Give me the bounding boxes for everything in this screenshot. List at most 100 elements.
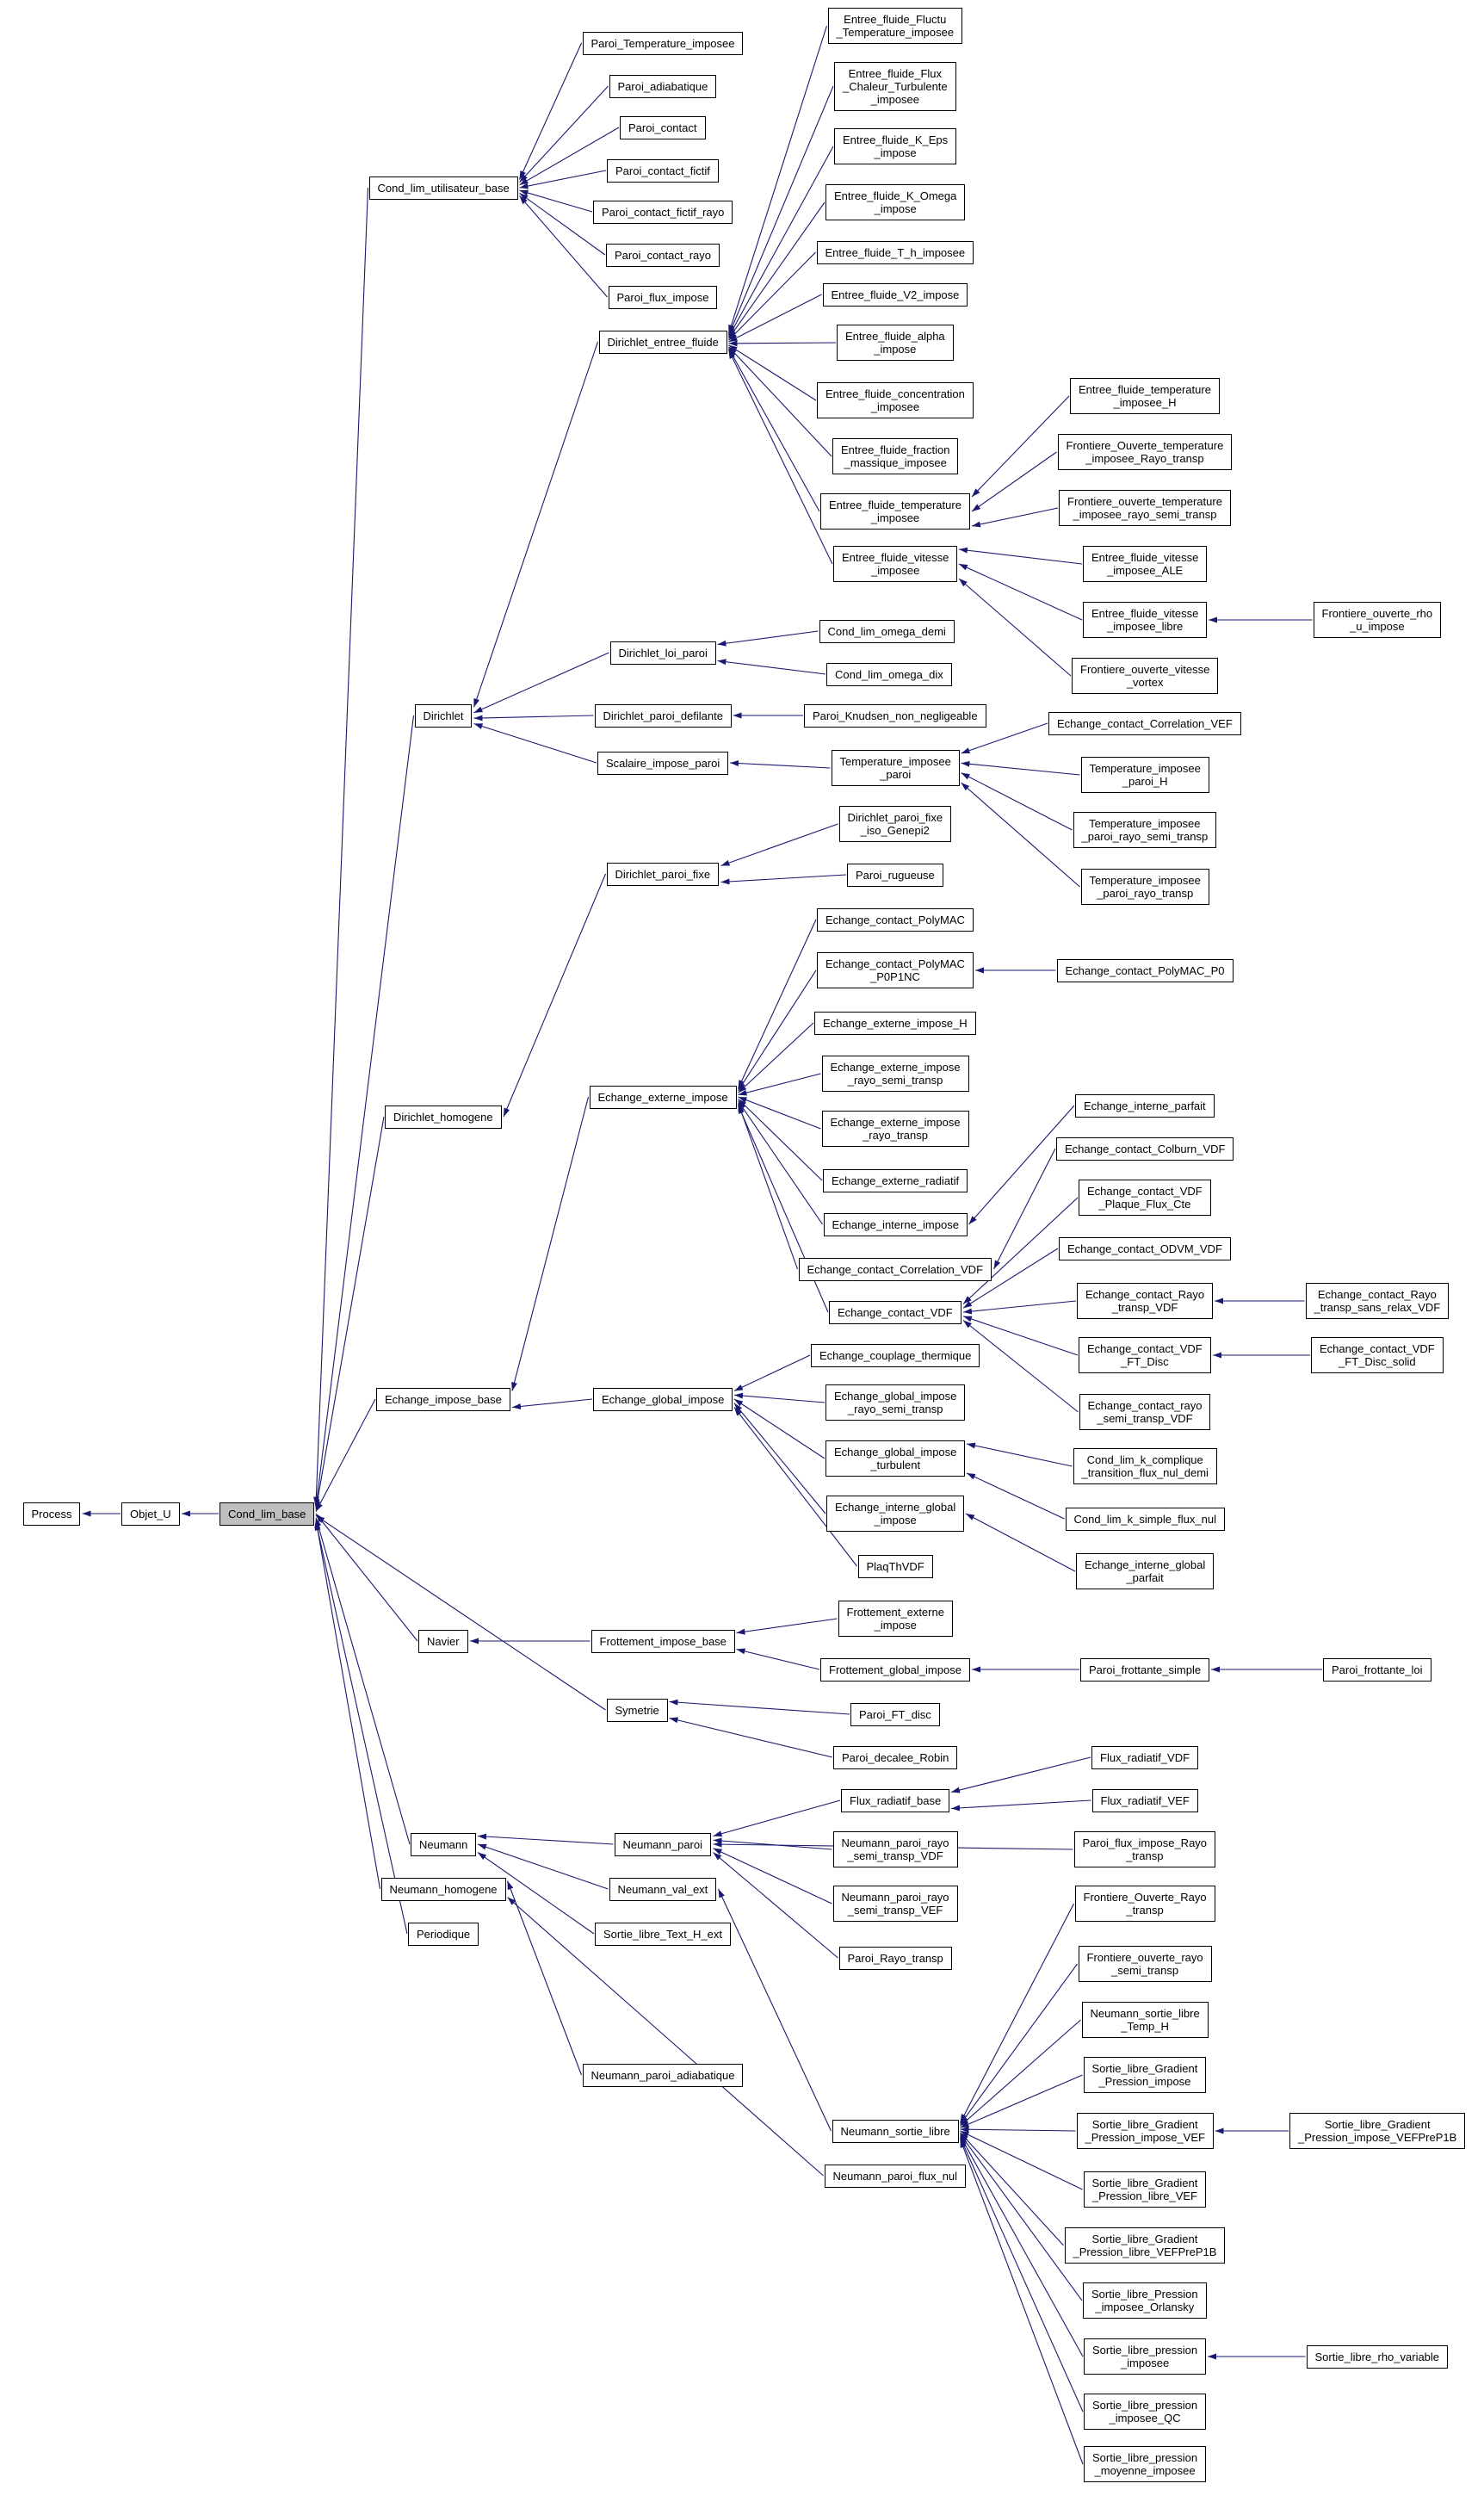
class-node-Echange_contact_VDF_FT_Disc_solid[interactable]: Echange_contact_VDF_FT_Disc_solid — [1311, 1337, 1444, 1373]
class-node-Echange_contact_ODVM_VDF[interactable]: Echange_contact_ODVM_VDF — [1059, 1236, 1231, 1260]
class-node-Echange_interne_global_parfait[interactable]: Echange_interne_global_parfait — [1076, 1553, 1215, 1589]
class-node-Frontiere_ouverte_rayo_semi_transp[interactable]: Frontiere_ouverte_rayo_semi_transp — [1078, 1946, 1212, 1982]
class-node-Frontiere_ouverte_vitesse_vortex[interactable]: Frontiere_ouverte_vitesse_vortex — [1072, 658, 1219, 694]
class-node-Neumann_paroi[interactable]: Neumann_paroi — [614, 1832, 712, 1856]
class-node-Flux_radiatif_VDF[interactable]: Flux_radiatif_VDF — [1091, 1745, 1199, 1769]
class-node-Frontiere_Ouverte_temperature_imposee_Rayo_transp[interactable]: Frontiere_Ouverte_temperature_imposee_Ra… — [1057, 434, 1233, 470]
class-node-Echange_global_impose_rayo_semi_transp[interactable]: Echange_global_impose_rayo_semi_transp — [825, 1384, 966, 1421]
class-node-Echange_contact_PolyMAC_P0[interactable]: Echange_contact_PolyMAC_P0 — [1056, 958, 1234, 982]
class-node-Frontiere_ouverte_temperature_imposee_rayo_semi_transp[interactable]: Frontiere_ouverte_temperature_imposee_ra… — [1059, 490, 1231, 526]
class-node-Frottement_externe_impose[interactable]: Frottement_externe_impose — [838, 1601, 953, 1637]
class-node-Echange_global_impose[interactable]: Echange_global_impose — [593, 1387, 733, 1411]
class-node-Paroi_flux_impose[interactable]: Paroi_flux_impose — [608, 285, 718, 309]
class-node-Symetrie[interactable]: Symetrie — [606, 1698, 668, 1722]
class-node-Sortie_libre_Gradient_Pression_impose_VEFPreP1B[interactable]: Sortie_libre_Gradient_Pression_impose_VE… — [1289, 2113, 1466, 2149]
class-node-Sortie_libre_pression_imposee_QC[interactable]: Sortie_libre_pression_imposee_QC — [1084, 2394, 1207, 2430]
class-node-Echange_contact_VDF[interactable]: Echange_contact_VDF — [829, 1300, 962, 1324]
class-node-Temperature_imposee_paroi_rayo_semi_transp[interactable]: Temperature_imposee_paroi_rayo_semi_tran… — [1073, 812, 1217, 848]
class-node-Dirichlet_paroi_fixe[interactable]: Dirichlet_paroi_fixe — [606, 862, 720, 886]
class-node-Echange_externe_impose[interactable]: Echange_externe_impose — [589, 1085, 737, 1109]
class-node-Neumann_paroi_adiabatique[interactable]: Neumann_paroi_adiabatique — [582, 2063, 744, 2087]
class-node-Sortie_libre_Gradient_Pression_libre_VEFPreP1B[interactable]: Sortie_libre_Gradient_Pression_libre_VEF… — [1064, 2227, 1226, 2264]
class-node-Echange_externe_radiatif[interactable]: Echange_externe_radiatif — [823, 1168, 968, 1192]
class-node-Dirichlet_paroi_fixe_iso_Genepi2[interactable]: Dirichlet_paroi_fixe_iso_Genepi2 — [838, 806, 952, 842]
class-node-Neumann_sortie_libre_Temp_H[interactable]: Neumann_sortie_libre_Temp_H — [1081, 2002, 1209, 2038]
class-node-Sortie_libre_pression_imposee[interactable]: Sortie_libre_pression_imposee — [1084, 2338, 1207, 2375]
class-node-PlaqThVDF[interactable]: PlaqThVDF — [857, 1554, 933, 1578]
class-node-Neumann_paroi_rayo_semi_transp_VEF[interactable]: Neumann_paroi_rayo_semi_transp_VEF — [832, 1886, 958, 1922]
class-node-Sortie_libre_Gradient_Pression_libre_VEF[interactable]: Sortie_libre_Gradient_Pression_libre_VEF — [1083, 2171, 1207, 2208]
class-node-Paroi_contact_fictif[interactable]: Paroi_contact_fictif — [607, 158, 719, 183]
class-node-Echange_contact_PolyMAC_P0P1NC[interactable]: Echange_contact_PolyMAC_P0P1NC — [817, 952, 974, 988]
class-node-Temperature_imposee_paroi_rayo_transp[interactable]: Temperature_imposee_paroi_rayo_transp — [1080, 869, 1209, 905]
class-node-Cond_lim_omega_dix[interactable]: Cond_lim_omega_dix — [826, 662, 952, 686]
class-node-Dirichlet_paroi_defilante[interactable]: Dirichlet_paroi_defilante — [594, 703, 732, 728]
class-node-Paroi_Rayo_transp[interactable]: Paroi_Rayo_transp — [838, 1946, 952, 1970]
class-node-Paroi_frottante_simple[interactable]: Paroi_frottante_simple — [1080, 1657, 1210, 1682]
class-node-Echange_externe_impose_rayo_semi_transp[interactable]: Echange_externe_impose_rayo_semi_transp — [821, 1056, 969, 1092]
class-node-Echange_externe_impose_rayo_transp[interactable]: Echange_externe_impose_rayo_transp — [821, 1111, 969, 1147]
class-node-Process[interactable]: Process — [22, 1502, 81, 1526]
class-node-Navier[interactable]: Navier — [418, 1629, 468, 1653]
class-node-Entree_fluide_alpha_impose[interactable]: Entree_fluide_alpha_impose — [837, 325, 954, 361]
class-node-Dirichlet_loi_paroi[interactable]: Dirichlet_loi_paroi — [609, 641, 716, 665]
class-node-Periodique[interactable]: Periodique — [408, 1922, 479, 1946]
class-node-Echange_interne_impose[interactable]: Echange_interne_impose — [823, 1212, 968, 1236]
class-node-Neumann_val_ext[interactable]: Neumann_val_ext — [609, 1877, 717, 1901]
class-node-Frottement_global_impose[interactable]: Frottement_global_impose — [820, 1657, 970, 1682]
class-node-Entree_fluide_K_Eps_impose[interactable]: Entree_fluide_K_Eps_impose — [834, 128, 957, 164]
class-node-Temperature_imposee_paroi[interactable]: Temperature_imposee_paroi — [831, 750, 960, 786]
class-node-Echange_contact_Correlation_VDF[interactable]: Echange_contact_Correlation_VDF — [798, 1257, 992, 1281]
class-node-Frottement_impose_base[interactable]: Frottement_impose_base — [591, 1629, 735, 1653]
class-node-Neumann[interactable]: Neumann — [411, 1832, 477, 1856]
class-node-Sortie_libre_Pression_imposee_Orlansky[interactable]: Sortie_libre_Pression_imposee_Orlansky — [1083, 2282, 1207, 2319]
class-node-Cond_lim_k_complique_transition_flux_nul_demi[interactable]: Cond_lim_k_complique_transition_flux_nul… — [1073, 1448, 1217, 1484]
class-node-Objet_U[interactable]: Objet_U — [121, 1502, 180, 1526]
class-node-Paroi_decalee_Robin[interactable]: Paroi_decalee_Robin — [833, 1745, 958, 1769]
class-node-Entree_fluide_vitesse_imposee_libre[interactable]: Entree_fluide_vitesse_imposee_libre — [1083, 602, 1208, 638]
class-node-Sortie_libre_Gradient_Pression_impose_VEF[interactable]: Sortie_libre_Gradient_Pression_impose_VE… — [1076, 2113, 1214, 2149]
class-node-Paroi_Temperature_imposee[interactable]: Paroi_Temperature_imposee — [582, 31, 744, 55]
class-node-Flux_radiatif_base[interactable]: Flux_radiatif_base — [841, 1788, 950, 1812]
class-node-Cond_lim_omega_demi[interactable]: Cond_lim_omega_demi — [819, 619, 955, 643]
class-node-Echange_externe_impose_H[interactable]: Echange_externe_impose_H — [814, 1011, 976, 1035]
class-node-Temperature_imposee_paroi_H[interactable]: Temperature_imposee_paroi_H — [1080, 757, 1209, 793]
class-node-Echange_couplage_thermique[interactable]: Echange_couplage_thermique — [811, 1343, 980, 1367]
class-node-Dirichlet[interactable]: Dirichlet — [414, 703, 473, 728]
class-node-Echange_contact_Colburn_VDF[interactable]: Echange_contact_Colburn_VDF — [1056, 1137, 1234, 1161]
class-node-Paroi_Knudsen_non_negligeable[interactable]: Paroi_Knudsen_non_negligeable — [804, 703, 986, 728]
class-node-Paroi_contact_fictif_rayo[interactable]: Paroi_contact_fictif_rayo — [593, 200, 733, 224]
class-node-Entree_fluide_temperature_imposee[interactable]: Entree_fluide_temperature_imposee — [820, 493, 970, 530]
class-node-Dirichlet_entree_fluide[interactable]: Dirichlet_entree_fluide — [598, 330, 727, 354]
class-node-Sortie_libre_Gradient_Pression_impose[interactable]: Sortie_libre_Gradient_Pression_impose — [1083, 2057, 1207, 2093]
class-node-Paroi_frottante_loi[interactable]: Paroi_frottante_loi — [1323, 1657, 1431, 1682]
class-node-Paroi_adiabatique[interactable]: Paroi_adiabatique — [609, 74, 717, 98]
class-node-Sortie_libre_rho_variable[interactable]: Sortie_libre_rho_variable — [1306, 2344, 1449, 2369]
class-node-Entree_fluide_V2_impose[interactable]: Entree_fluide_V2_impose — [822, 282, 968, 307]
class-node-Paroi_FT_disc[interactable]: Paroi_FT_disc — [850, 1702, 940, 1726]
class-node-Entree_fluide_T_h_imposee[interactable]: Entree_fluide_T_h_imposee — [816, 240, 974, 264]
class-node-Echange_interne_global_impose[interactable]: Echange_interne_global_impose — [826, 1496, 965, 1532]
class-node-Sortie_libre_Text_H_ext[interactable]: Sortie_libre_Text_H_ext — [595, 1922, 732, 1946]
class-node-Cond_lim_base[interactable]: Cond_lim_base — [220, 1502, 315, 1526]
class-node-Sortie_libre_pression_moyenne_imposee[interactable]: Sortie_libre_pression_moyenne_imposee — [1084, 2446, 1207, 2482]
class-node-Echange_contact_Rayo_transp_sans_relax_VDF[interactable]: Echange_contact_Rayo_transp_sans_relax_V… — [1305, 1283, 1450, 1319]
class-node-Flux_radiatif_VEF[interactable]: Flux_radiatif_VEF — [1091, 1788, 1198, 1812]
class-node-Entree_fluide_vitesse_imposee_ALE[interactable]: Entree_fluide_vitesse_imposee_ALE — [1083, 546, 1208, 582]
class-node-Echange_impose_base[interactable]: Echange_impose_base — [376, 1387, 510, 1411]
class-node-Entree_fluide_fraction_massique_imposee[interactable]: Entree_fluide_fraction_massique_imposee — [832, 438, 959, 474]
class-node-Scalaire_impose_paroi[interactable]: Scalaire_impose_paroi — [597, 751, 729, 775]
class-node-Echange_interne_parfait[interactable]: Echange_interne_parfait — [1075, 1093, 1215, 1118]
class-node-Echange_contact_rayo_semi_transp_VDF[interactable]: Echange_contact_rayo_semi_transp_VDF — [1079, 1394, 1211, 1430]
class-node-Echange_contact_VDF_Plaque_Flux_Cte[interactable]: Echange_contact_VDF_Plaque_Flux_Cte — [1079, 1180, 1211, 1216]
class-node-Paroi_contact_rayo[interactable]: Paroi_contact_rayo — [606, 243, 720, 267]
class-node-Echange_contact_VDF_FT_Disc[interactable]: Echange_contact_VDF_FT_Disc — [1079, 1337, 1211, 1373]
class-node-Cond_lim_k_simple_flux_nul[interactable]: Cond_lim_k_simple_flux_nul — [1065, 1507, 1225, 1531]
class-node-Paroi_flux_impose_Rayo_transp[interactable]: Paroi_flux_impose_Rayo_transp — [1073, 1831, 1216, 1867]
class-node-Echange_global_impose_turbulent[interactable]: Echange_global_impose_turbulent — [825, 1440, 966, 1477]
class-node-Entree_fluide_Flux_Chaleur_Turbulente_imposee[interactable]: Entree_fluide_Flux_Chaleur_Turbulente_im… — [834, 61, 956, 111]
class-node-Entree_fluide_vitesse_imposee[interactable]: Entree_fluide_vitesse_imposee — [833, 546, 958, 582]
class-node-Entree_fluide_K_Omega_impose[interactable]: Entree_fluide_K_Omega_impose — [825, 184, 966, 220]
class-node-Neumann_paroi_flux_nul[interactable]: Neumann_paroi_flux_nul — [824, 2164, 967, 2188]
class-node-Frontiere_ouverte_rho_u_impose[interactable]: Frontiere_ouverte_rho_u_impose — [1313, 602, 1442, 638]
